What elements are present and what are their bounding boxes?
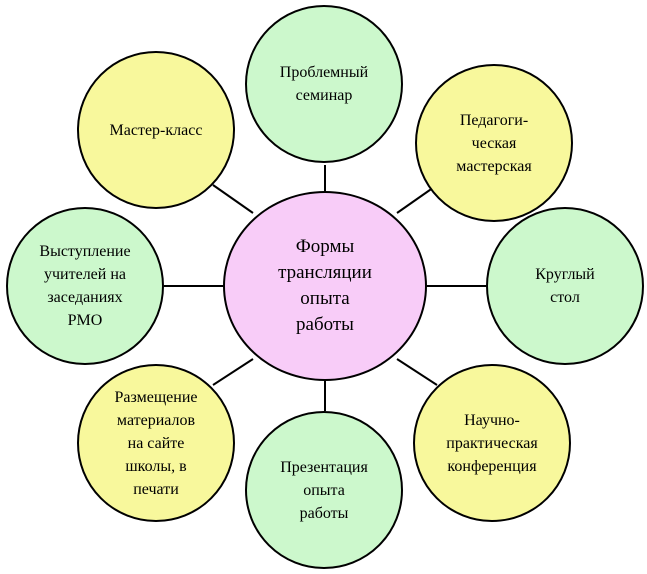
- node-label: Мастер-класс: [109, 121, 203, 139]
- connector-bottom-right: [396, 358, 438, 386]
- node-pedagogical-workshop: Педагоги- ческая мастерская: [415, 64, 573, 222]
- node-label: Презентация опыта работы: [280, 458, 368, 522]
- node-problem-seminar: Проблемный семинар: [245, 5, 403, 163]
- connector-top-left: [212, 184, 254, 214]
- node-label: Круглый стол: [535, 266, 595, 306]
- node-label: Научно- практическая конференция: [446, 411, 538, 475]
- center-node: Формы трансляции опыта работы: [223, 191, 427, 381]
- node-teacher-speeches: Выступление учителей на заседаниях РМО: [6, 207, 164, 365]
- node-label: Проблемный семинар: [279, 64, 369, 104]
- node-master-class: Мастер-класс: [77, 51, 235, 209]
- node-scientific-conference: Научно- практическая конференция: [413, 364, 571, 522]
- center-label: Формы трансляции опыта работы: [278, 236, 372, 335]
- node-publishing-materials: Размещение материалов на сайте школы, в …: [77, 364, 235, 522]
- node-label: Выступление учителей на заседаниях РМО: [39, 243, 131, 329]
- connector-bottom-left: [212, 358, 254, 386]
- node-experience-presentation: Презентация опыта работы: [245, 411, 403, 569]
- node-label: Размещение материалов на сайте школы, в …: [114, 388, 198, 498]
- node-label: Педагоги- ческая мастерская: [456, 111, 532, 175]
- node-round-table: Круглый стол: [486, 207, 644, 365]
